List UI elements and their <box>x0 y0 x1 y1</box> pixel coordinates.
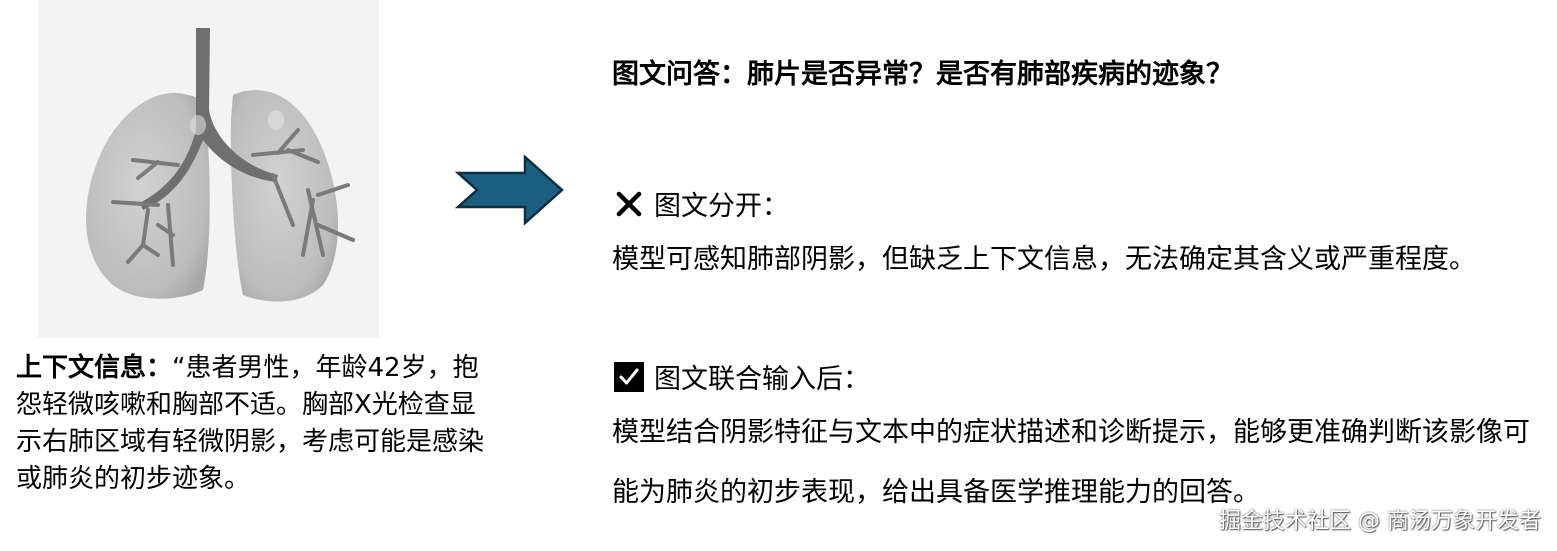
checkbox-checked-icon <box>614 361 644 392</box>
watermark: 掘金技术社区 @ 商汤万象开发者 <box>1219 509 1541 534</box>
lung-image <box>38 0 379 338</box>
combined-heading: 图文联合输入后： <box>614 357 870 396</box>
right-arrow-icon <box>454 154 565 226</box>
context-text: “患者男性，年龄42岁，抱怨轻微咳嗽和胸部不适。胸部X光检查显示右肺区域有轻微阴… <box>16 353 485 494</box>
separate-title: 图文分开： <box>654 191 789 222</box>
question-title: 图文问答：肺片是否异常？是否有肺部疾病的迹象？ <box>612 59 1233 90</box>
combined-title: 图文联合输入后： <box>654 364 870 395</box>
context-label: 上下文信息： <box>16 353 173 383</box>
separate-text: 模型可感知肺部阴影，但缺乏上下文信息，无法确定其含义或严重程度。 <box>612 244 1476 275</box>
lungs-illustration-icon <box>86 28 355 302</box>
combined-text: 模型结合阴影特征与文本中的症状描述和诊断提示，能够更准确判断该影像可能为肺炎的初… <box>612 417 1530 508</box>
context-info: 上下文信息：“患者男性，年龄42岁，抱怨轻微咳嗽和胸部不适。胸部X光检查显示右肺… <box>16 350 486 498</box>
separate-heading: 图文分开： <box>614 184 789 223</box>
cross-icon <box>614 189 644 219</box>
